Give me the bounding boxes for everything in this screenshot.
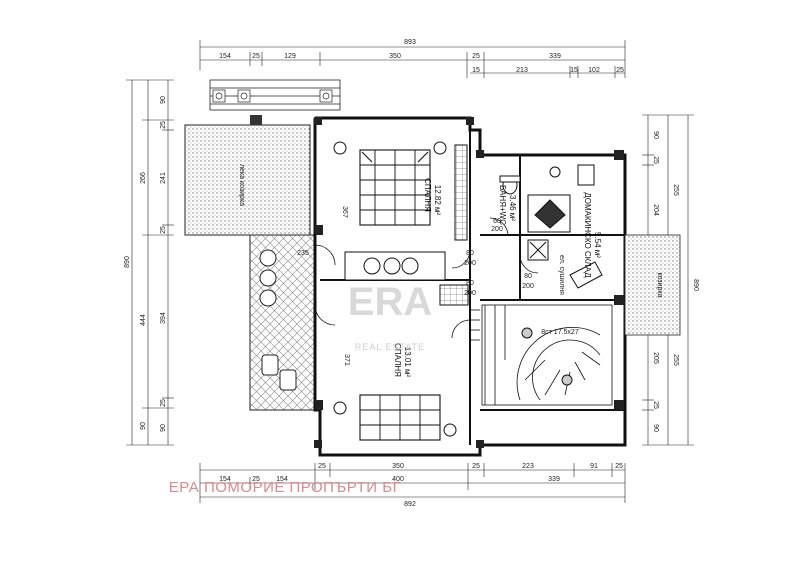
dim-235: 235 [297,250,309,257]
watermark-logo: ERA [348,280,432,324]
right-canopy-label: козирка [656,272,663,297]
balcony-pots [212,89,333,103]
dim-bottom-total: 892 [404,501,416,508]
dim-left-inner-4: 25 [160,226,167,234]
balcony-railing [209,79,341,111]
dim-left-outer-3: 90 [140,422,147,430]
storage-note: ел. сушилня [558,255,565,295]
dim-bottom-6: 25 [615,463,623,470]
dimensions-bottom [199,463,626,503]
bed-bottom [359,394,441,441]
dim-bottom-5: 91 [590,463,598,470]
bedroom-bottom-name: СПАЛНЯ [393,343,402,377]
door-label-6: 200 [522,283,534,290]
column [250,115,262,125]
dim-top-9: 15 [570,67,578,74]
dim-top-7: 15 [472,67,480,74]
dim-left-outer-1: 266 [140,172,147,184]
dim-bottom-7: 154 [219,476,231,483]
desk-top [344,251,446,281]
dim-right-inner-1: 90 [652,131,659,139]
dim-right-total: 890 [692,279,699,291]
door-label-1: 80 [466,250,474,257]
dim-right-outer-2: 255 [672,354,679,366]
wardrobe-bottom [439,284,469,306]
dim-left-outer-2: 444 [140,314,147,326]
right-canopy [624,234,681,336]
dim-top-8: 213 [516,67,528,74]
dim-top-1: 154 [219,53,231,60]
stair-post [521,327,533,339]
dim-top-5: 25 [472,53,480,60]
nightstand-top-2 [433,141,447,155]
dim-right-inner-2: 25 [652,156,659,164]
dim-top-total: 893 [404,39,416,46]
door-label-8: 200 [491,226,503,233]
bathroom-fixtures [499,166,571,233]
wardrobe-top [454,144,468,241]
dim-bottom-8: 25 [252,476,260,483]
dim-top-3: 129 [284,53,296,60]
dim-bottom-1: 25 [318,463,326,470]
dim-left-inner-6: 25 [160,399,167,407]
dim-bottom-3: 25 [472,463,480,470]
door-label-3: 80 [466,280,474,287]
door-label-7: 60 [493,218,501,225]
bedroom-top-area: 12.82 м² [433,185,442,216]
stairs [470,304,613,406]
dim-left-total: 890 [124,256,131,268]
bedroom-top-name: СПАЛНЯ [423,178,432,212]
stair-post-2 [561,374,573,386]
stair-note: 8ст 17.5х27 [541,329,579,336]
dim-left-inner-3: 241 [160,172,167,184]
dim-bottom-10: 400 [392,476,404,483]
dim-top-2: 25 [252,53,260,60]
nightstand-top [333,141,347,155]
dim-right-inner-7: 205 [652,352,659,364]
dim-bottom-9: 154 [276,476,288,483]
dim-left-inner-7: 90 [160,424,167,432]
dim-left-inner-2: 25 [160,121,167,129]
terrace-furniture [259,249,297,391]
nightstand-bottom [333,401,347,415]
bath-area: 3.46 м² [508,195,517,221]
dimensions-left [126,79,174,446]
bed-top [359,149,431,226]
dim-top-10: 102 [588,67,600,74]
dim-left-inner-1: 90 [160,96,167,104]
dim-right-inner-8: 25 [652,401,659,409]
wall-columns [314,117,624,448]
bedroom-bottom-area: 13.01 м² [403,347,412,378]
bath-name: БАНЯ+WC [498,185,507,225]
canopy-label: лека козирка [238,164,245,206]
dim-bedroom-367: 367 [341,206,348,218]
dim-bedroom-371: 371 [343,354,350,366]
watermark-logo-sub: REAL ESTATE [355,342,425,352]
doors [314,217,539,339]
storage-area: 5.54 м² [593,232,602,258]
dim-bottom-2: 350 [392,463,404,470]
door-label-4: 200 [464,290,476,297]
door-label-5: 80 [524,273,532,280]
dimensions-top [199,40,626,78]
door-label-2: 200 [464,260,476,267]
dim-top-4: 350 [389,53,401,60]
dim-right-outer-1: 255 [672,184,679,196]
dim-bottom-11: 339 [548,476,560,483]
nightstand-bottom-2 [443,423,457,437]
dim-right-inner-3: 204 [652,204,659,216]
storage-name: ДОМАКИНСКО СКЛАД [583,192,592,278]
dim-top-11: 25 [616,67,624,74]
canopy-hatch [184,124,311,236]
dim-right-inner-9: 90 [652,424,659,432]
storage-fixtures [527,164,603,289]
dim-top-6: 339 [549,53,561,60]
dim-left-inner-5: 394 [160,312,167,324]
watermark-caption: ЕРА ПОМОРИЕ ПРОПЪРТИ БГ [169,479,401,496]
dim-bottom-4: 223 [522,463,534,470]
